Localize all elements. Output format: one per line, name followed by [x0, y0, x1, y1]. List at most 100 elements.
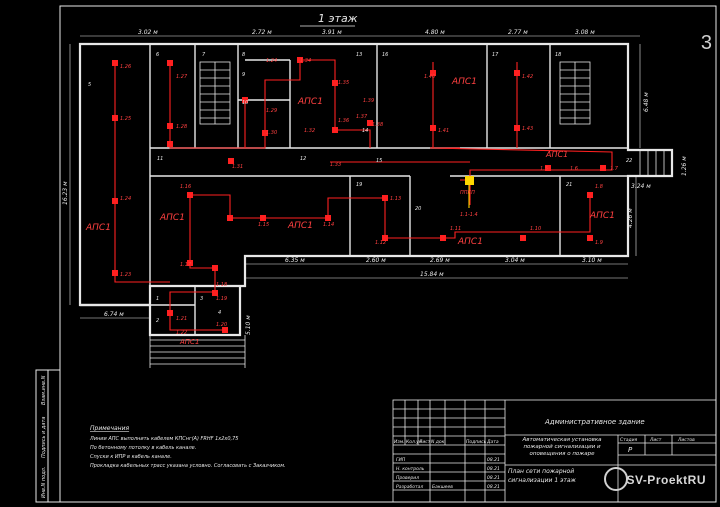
notes-block: Примечания Линии АПС выполнить кабелем К… — [89, 425, 286, 469]
room-number: 11 — [157, 156, 163, 162]
room-number: 7 — [202, 52, 206, 58]
side-stamp-1: Инв.N подл. — [41, 467, 47, 498]
room-number: 19 — [356, 182, 362, 188]
stamp-name: Бакшеев — [432, 484, 453, 490]
device-label: 1.7 — [610, 166, 619, 172]
device-label: 1.26 — [120, 64, 131, 70]
device-label: 1.16 — [180, 184, 191, 190]
room-number: 16 — [382, 52, 388, 58]
room-number: 12 — [300, 156, 306, 162]
side-stamp-2: Подпись и дата — [41, 417, 47, 458]
dim-bottom-2: 2.60 м — [366, 257, 386, 264]
building-walls — [78, 42, 674, 337]
device-label: 1.40 — [424, 74, 435, 80]
stage-value: Р — [628, 446, 633, 454]
device-label: 1.38 — [372, 122, 383, 128]
device-label: 1.14 — [323, 222, 334, 228]
stage-col: Стадия — [620, 437, 638, 443]
device-label: 1.22 — [176, 330, 187, 336]
zone-labels: АПС1 АПС1 АПС1 АПС1 АПС1 АПС1 АПС1 АПС1 … — [85, 77, 615, 346]
device-label: 1.31 — [232, 164, 243, 170]
notes-line: Прокладка кабельных трасс указана условн… — [90, 463, 286, 469]
stamp-col: N док. — [431, 439, 446, 445]
dim-right-bottom: 4.26 м — [627, 208, 634, 228]
title-block-text: Изм. Кол.уч Лист N док. Подпись Дата ГИП… — [394, 418, 695, 490]
bottom-dimensions: 6.35 м 2.60 м 2.69 м 3.04 м 3.10 м 15.84… — [62, 44, 688, 335]
room-number: 15 — [376, 158, 382, 164]
zone-label: АПС1 — [179, 338, 199, 346]
stamp-date: 08.21 — [487, 475, 500, 481]
stamp-description: Автоматическая установка пожарной сигнал… — [522, 437, 602, 457]
stamp-col: Изм. — [394, 439, 405, 445]
device-label: 1.8 — [595, 184, 603, 190]
room-number: 14 — [362, 128, 368, 134]
dim-right-top: 6.48 м — [643, 92, 650, 112]
device-label: 1.13 — [390, 196, 401, 202]
dim-right-small: 3.24 м — [631, 183, 651, 190]
device-label: 1.28 — [176, 124, 187, 130]
dim-bottom-4: 3.04 м — [505, 257, 525, 264]
dim-bottom-3: 2.69 м — [430, 257, 450, 264]
device-label: 1.11 — [450, 226, 461, 232]
room-number: 9 — [242, 72, 245, 78]
zone-label: АПС1 — [451, 77, 477, 87]
stamp-role: Разработал — [396, 484, 423, 490]
notes-line: По бетонному потолку в кабель канале. — [90, 445, 196, 451]
stamp-sheet-title: План сети пожарной сигнализации 1 этаж — [508, 468, 576, 484]
top-dimensions: 3.02 м 2.72 м 3.91 м 4.80 м 2.77 м 3.08 … — [138, 29, 595, 36]
zone-label: АПС1 — [287, 221, 313, 231]
stamp-role: Н. контроль — [396, 466, 425, 472]
stamp-date: 08.21 — [487, 466, 500, 472]
device-label: 1.12 — [375, 240, 386, 246]
dim-bottom-1: 6.35 м — [285, 257, 305, 264]
room-number: 6 — [156, 52, 159, 58]
device-label: 1.23 — [120, 272, 131, 278]
room-number: 5 — [88, 82, 91, 88]
dim-bottom-5: 3.10 м — [582, 257, 602, 264]
watermark: SV-ProektRU — [626, 473, 706, 487]
device-label: 1.9 — [595, 240, 603, 246]
room-number: 1 — [156, 296, 159, 302]
device-label: 1.33 — [330, 162, 341, 168]
device-label: 1.10 — [530, 226, 541, 232]
device-label: 1.25 — [120, 116, 131, 122]
stamp-col: Дата — [486, 439, 499, 445]
room-number: 2 — [156, 318, 159, 324]
room-number: 10 — [242, 100, 248, 106]
room-number: 3 — [200, 296, 203, 302]
side-stamp-3: Взам.инв.N — [41, 375, 47, 405]
device-label: 1.36 — [338, 118, 349, 124]
room-number: 13 — [356, 52, 362, 58]
zone-label: АПС1 — [545, 150, 568, 159]
dim-top-3: 3.91 м — [322, 29, 342, 36]
device-label: 1.39 — [363, 98, 374, 104]
device-label: 1.34 — [300, 58, 311, 64]
device-label: 1.18 — [216, 282, 227, 288]
device-label: 1.24 — [120, 196, 131, 202]
device-label: 1.27 — [176, 74, 188, 80]
device-label: 1.20 — [216, 322, 227, 328]
device-label: ППКП — [460, 190, 475, 196]
device-label: 1.17 — [180, 262, 192, 268]
drawing-frame — [59, 5, 717, 503]
dim-left-vertical: 16.23 м — [62, 181, 69, 205]
watermark-logo-icon — [604, 467, 628, 491]
interior-walls — [149, 44, 628, 335]
zone-label: АПС1 — [85, 223, 111, 233]
stamp-role: Проверил — [396, 475, 419, 481]
device-labels: 1.26 1.27 1.28 1.25 1.24 1.23 1.24 1.29 … — [120, 58, 619, 336]
dim-top-4: 4.80 м — [425, 29, 445, 36]
room-number: 17 — [492, 52, 499, 58]
stamp-date: 08.21 — [487, 457, 500, 463]
device-label: 1.43 — [522, 126, 533, 132]
zone-label: АПС1 — [457, 237, 483, 247]
device-label: 1.1-1.4 — [460, 212, 478, 218]
device-label: 1.29 — [266, 108, 277, 114]
room-number: 22 — [626, 158, 632, 164]
dim-top-2: 2.72 м — [252, 29, 272, 36]
stage-col: Листов — [677, 437, 695, 443]
dim-top-6: 3.08 м — [575, 29, 595, 36]
stamp-col: Подпись — [466, 439, 487, 445]
dim-right-side: 1.26 м — [681, 156, 688, 176]
device-label: 1.42 — [522, 74, 533, 80]
